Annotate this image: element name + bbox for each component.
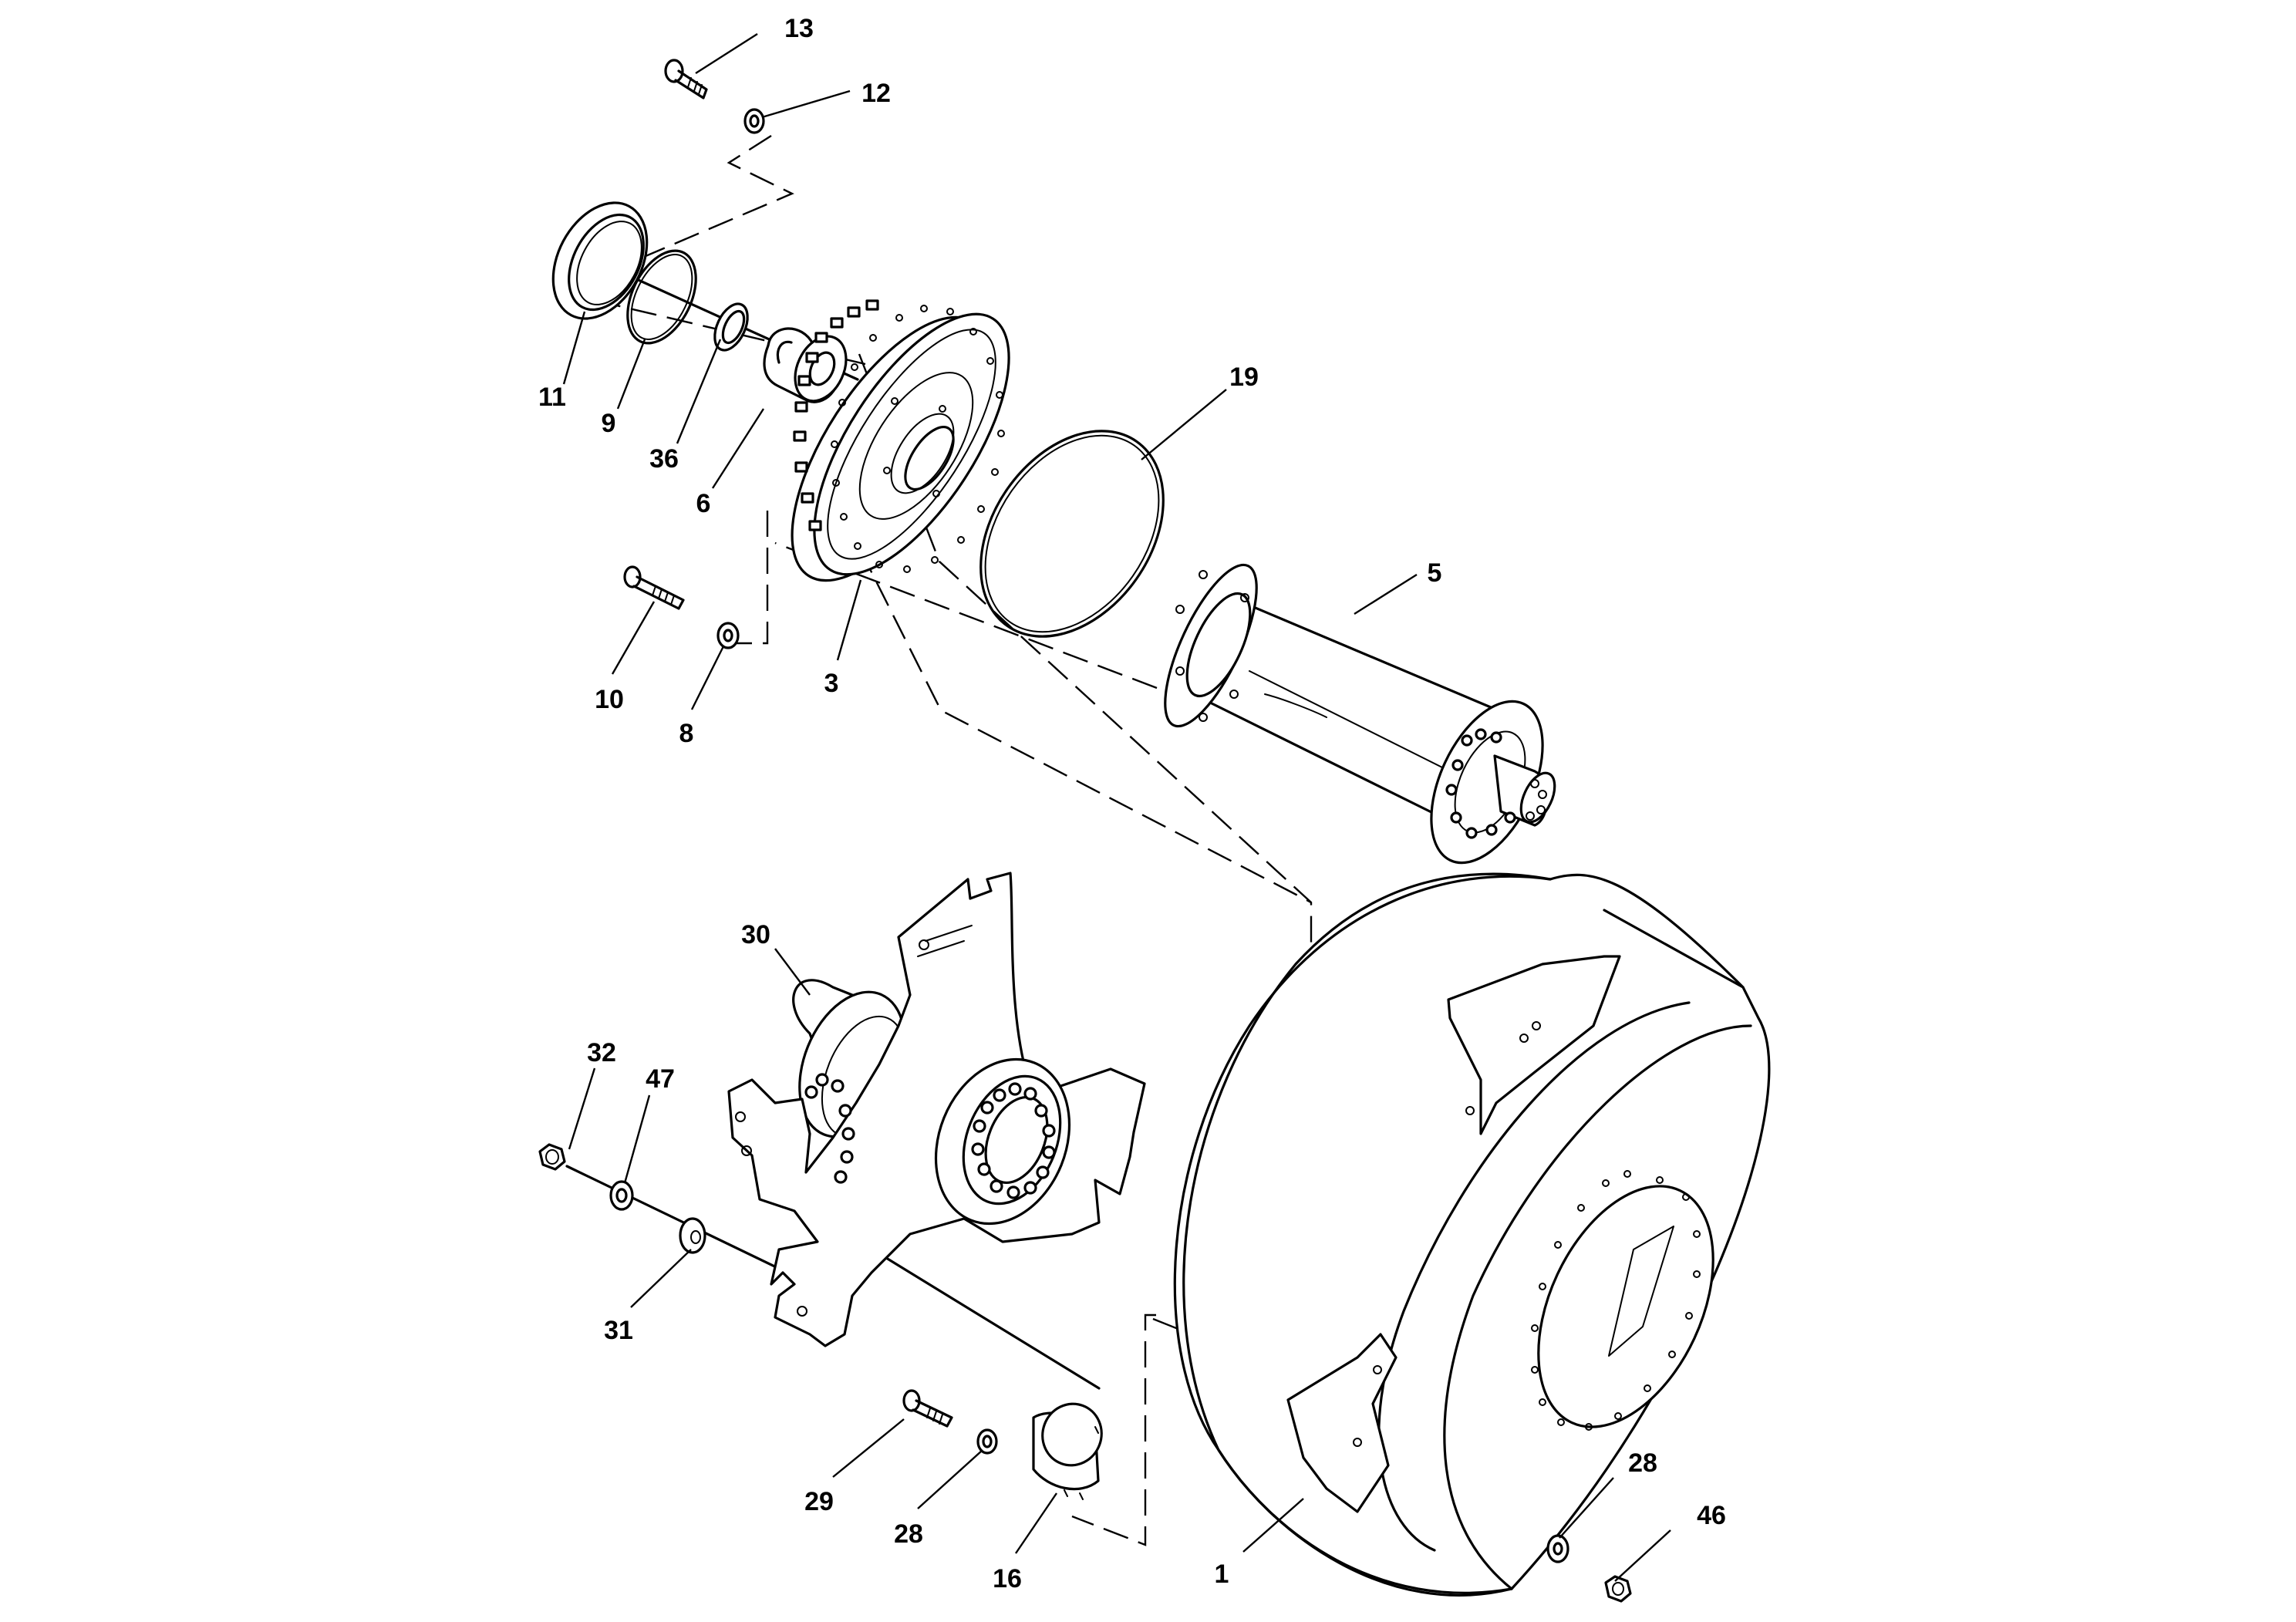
callout-29: 29 bbox=[804, 1487, 834, 1516]
bolt-13 bbox=[664, 59, 708, 99]
callout-9: 9 bbox=[602, 409, 616, 438]
bolt-10 bbox=[623, 565, 685, 610]
washer-28-left bbox=[976, 1428, 998, 1455]
motor-bracket bbox=[727, 872, 1146, 1347]
seal-11 bbox=[551, 201, 649, 320]
bearing-6 bbox=[763, 327, 848, 403]
washer-28-right bbox=[1546, 1534, 1569, 1563]
washer-31 bbox=[679, 1217, 706, 1254]
callout-30: 30 bbox=[741, 920, 770, 949]
circlip-36 bbox=[713, 302, 749, 352]
callout-1: 1 bbox=[1215, 1560, 1229, 1589]
callout-47: 47 bbox=[646, 1064, 675, 1094]
callout-labels: 13 12 11 9 36 6 19 5 10 8 3 30 32 47 31 … bbox=[538, 14, 1726, 1593]
cap-16 bbox=[1032, 1402, 1103, 1500]
callout-46: 46 bbox=[1697, 1501, 1726, 1530]
callout-8: 8 bbox=[679, 719, 694, 748]
callout-32: 32 bbox=[587, 1038, 616, 1067]
callout-28-left: 28 bbox=[894, 1519, 923, 1549]
callout-11: 11 bbox=[538, 383, 566, 412]
nut-32 bbox=[538, 1143, 566, 1171]
oring-19 bbox=[979, 430, 1165, 638]
callout-36: 36 bbox=[649, 444, 679, 474]
washer-8 bbox=[716, 622, 740, 649]
bolt-29 bbox=[902, 1389, 953, 1428]
callout-leaders bbox=[562, 32, 1671, 1582]
callout-13: 13 bbox=[784, 14, 814, 43]
callout-28-right: 28 bbox=[1628, 1448, 1657, 1478]
washer-47 bbox=[609, 1180, 634, 1211]
callout-5: 5 bbox=[1428, 558, 1442, 588]
nut-46 bbox=[1604, 1575, 1632, 1603]
callout-19: 19 bbox=[1229, 363, 1259, 392]
callout-31: 31 bbox=[604, 1316, 633, 1345]
callout-6: 6 bbox=[696, 489, 711, 518]
drum-1 bbox=[1173, 872, 1771, 1597]
callout-16: 16 bbox=[993, 1564, 1022, 1593]
oring-9 bbox=[626, 249, 697, 345]
callout-3: 3 bbox=[824, 669, 839, 698]
callout-10: 10 bbox=[595, 685, 624, 714]
washer-12 bbox=[743, 108, 765, 134]
axle-tube-5 bbox=[1164, 563, 1556, 865]
hub-flange-3 bbox=[791, 299, 1010, 582]
callout-12: 12 bbox=[861, 79, 891, 108]
